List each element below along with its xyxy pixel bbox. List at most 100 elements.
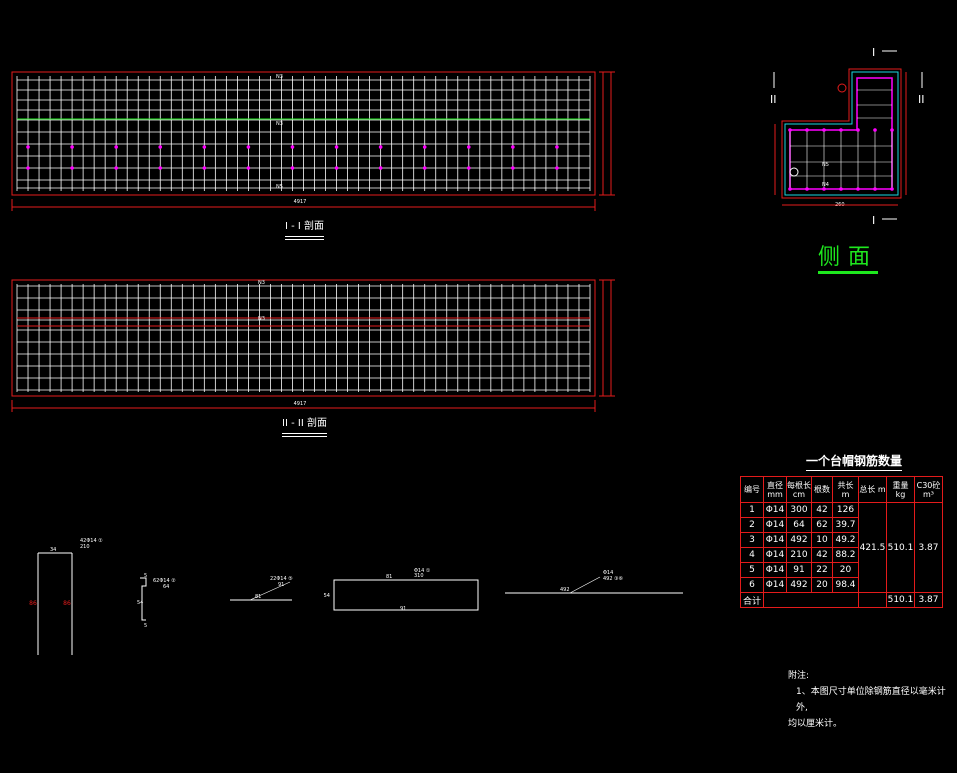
table-cell: 492 [786,532,812,548]
rebar-dot [246,166,251,170]
rebar-quantity-table: 编号 直径 mm 每根长 cm 根数 共长 m 总长 m 重量 kg C30砼 … [740,476,943,608]
weight-cell: 510.1 [886,502,915,593]
header-cell: 直径 mm [763,476,787,503]
rebar-dot [334,166,339,170]
bar-dim: 86 [29,600,37,607]
rebar-dot [290,145,295,149]
table-cell: 62 [811,517,833,533]
rebar-dot [466,166,471,170]
header-cell: 每根长 cm [786,476,812,503]
rebar-dot [378,166,383,170]
table-cell [858,592,887,608]
grid-outline [11,279,596,397]
table-cell: 4 [740,547,764,563]
bar-label: 310 [414,573,424,579]
rebar-dot [511,166,515,170]
bar-dim: 34 [50,547,56,553]
cut-mark: II [918,93,925,106]
rebar-dot [873,187,877,191]
rebar-dot [202,166,207,170]
bar-label: 42Φ14 ① [80,538,103,544]
bar-label: 91 [278,582,284,588]
total-weight-cell: 510.1 [886,592,915,608]
table-row: 2 Φ14 64 62 39.7 [740,517,943,533]
table-cell: Φ14 [763,577,787,593]
table-cell: Φ14 [763,502,787,518]
section-1-title: I - I 剖面 [285,217,325,240]
rebar-table-title: 一个台帽钢筋数量 [806,452,903,471]
table-cell: 22 [811,562,833,578]
table-cell: Φ14 [763,547,787,563]
notes-line-1: 1、本图尺寸单位除钢筋直径以毫米计外, [796,687,946,713]
rebar-dot [890,128,894,132]
table-cell: 10 [811,532,833,548]
rebar-dot [26,166,30,170]
cut-mark: II [770,93,777,106]
rebar-dot [856,187,860,191]
table-cell: Φ14 [763,517,787,533]
drawing-notes: 附注: 1、本图尺寸单位除钢筋直径以毫米计外, 均以厘米计。 [788,668,957,732]
table-row: 1 Φ14 300 42 126 421.5 510.1 3.87 [740,502,943,593]
rebar-dot [422,145,427,149]
table-cell: 98.4 [832,577,859,593]
table-cell: Φ14 [763,532,787,548]
table-cell: 1 [740,502,764,518]
cut-mark: I [872,46,875,59]
bar-dim: 5 [144,623,147,629]
bar-dim: 54 [137,600,143,606]
table-cell: 210 [786,547,812,563]
table-cell: 42 [811,502,833,518]
rebar-label: N4 [822,182,829,188]
header-cell: C30砼 m³ [914,476,943,503]
table-row: 6 Φ14 492 20 98.4 [740,577,943,593]
rebar-dot [822,187,826,191]
header-cell: 编号 [740,476,764,503]
rebar-dot [873,128,877,132]
rebar-dot [890,187,894,191]
rebar-dot [466,145,471,149]
rebar-dot [246,145,251,149]
bar-label: Φ14 ① [414,568,431,574]
bar-label: Φ14 [603,570,613,576]
bar-dim: 81 [255,594,261,600]
bar-2-shape [140,577,147,621]
header-cell: 根数 [811,476,833,503]
concrete-cell: 3.87 [914,502,943,593]
header-cell: 共长 m [832,476,859,503]
rebar-label: N5 [822,162,829,168]
section-1-title-text: I - I 剖面 [285,221,325,232]
bar-label: 22Φ14 ⑤ [270,576,293,582]
bar-label: 62Φ14 ② [153,578,176,584]
side-outline [784,71,899,196]
section-2-title-text: II - II 剖面 [282,418,327,429]
cut-mark: I [872,214,875,227]
rebar-dot [70,145,74,149]
bar-3-leader [249,581,291,601]
bar-dim: 492 [560,587,570,593]
rebar-dot [839,187,843,191]
rebar-dot [511,145,515,149]
table-cell: 2 [740,517,764,533]
side-outline-red [781,68,902,199]
dimension-label: 4917 [294,199,307,205]
rebar-dot [26,145,30,149]
rebar-dot [555,166,559,170]
rebar-label: N5 [276,184,283,190]
grid-outline [11,71,596,196]
table-cell: 91 [786,562,812,578]
side-view-title: 侧面 [818,246,879,274]
rebar-dot [422,166,427,170]
section-2-title: II - II 剖面 [282,414,327,437]
table-row: 4 Φ14 210 42 88.2 [740,547,943,563]
rebar-dot [114,166,118,170]
table-cell: 126 [832,502,859,518]
rebar-dot [555,145,559,149]
total-label-cell: 合计 [740,592,764,608]
bar-dim: 81 [386,574,392,580]
table-cell: 300 [786,502,812,518]
